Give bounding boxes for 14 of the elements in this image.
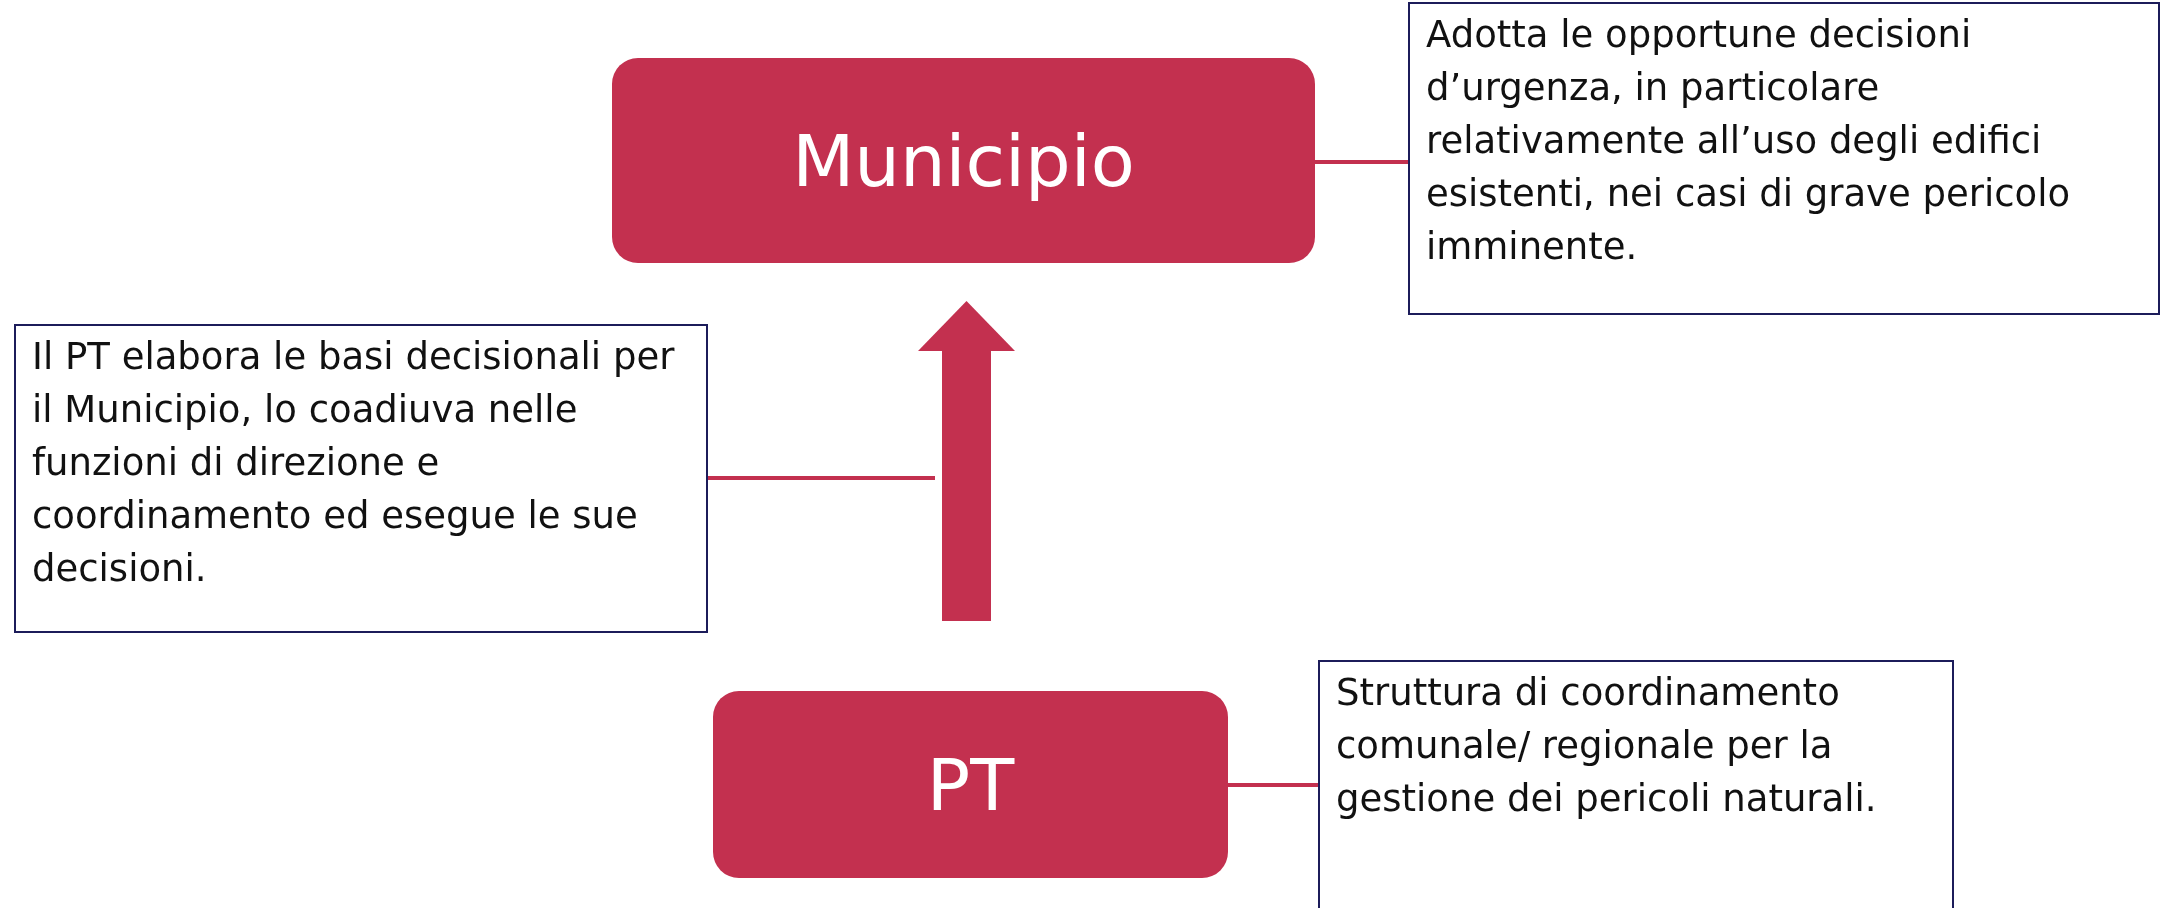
leader-line	[1228, 783, 1318, 787]
description-text: Adotta le opportune decisioni d’urgenza, in particolare relativamente all’uso degli edifici esistenti, nei casi di grave pericolo imminente.	[1426, 12, 2072, 270]
text-box	[1318, 660, 1954, 908]
rounded-box	[612, 58, 1315, 263]
text-box	[14, 324, 708, 633]
description-text: Struttura di coordinamento comunale/ regionale per la gestione dei pericoli naturali.	[1336, 670, 1878, 822]
box-title: Municipio	[792, 118, 1135, 203]
block-arrow	[918, 301, 1015, 621]
rounded-box	[713, 691, 1228, 878]
leader-line	[1315, 160, 1408, 164]
description-text: Il PT elabora le basi decisionali per il Municipio, lo coadiuva nelle funzioni di direzione e coordinamento ed esegue le sue decisioni.	[32, 334, 676, 592]
leader-line	[708, 476, 935, 480]
text-box	[1408, 2, 2160, 315]
box-title: PT	[926, 742, 1015, 827]
